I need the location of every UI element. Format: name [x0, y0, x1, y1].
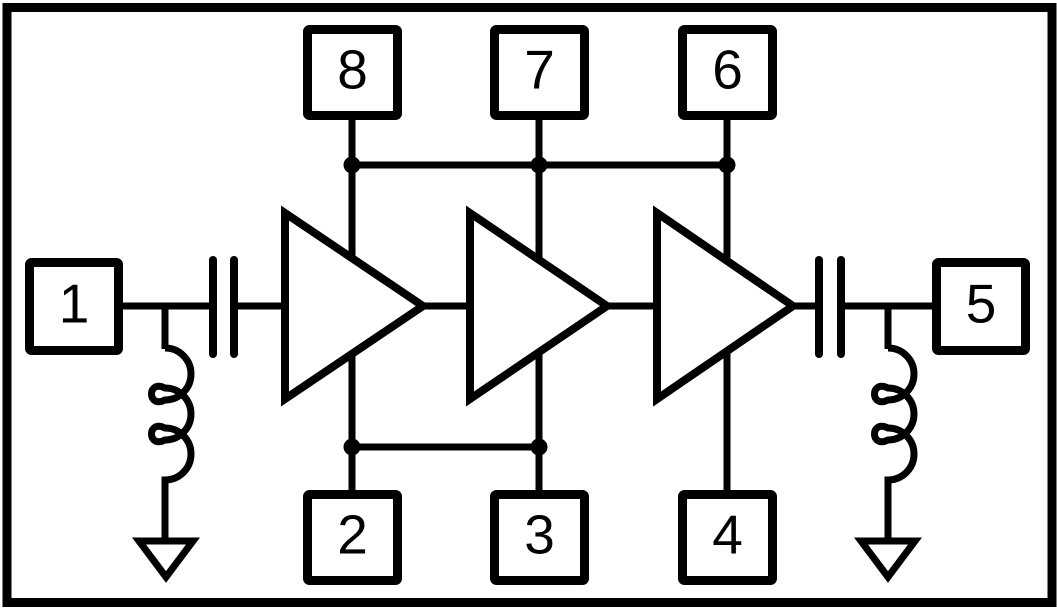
pin-6-label: 6: [712, 39, 743, 101]
junction-dot: [530, 438, 548, 456]
pin-4-label: 4: [712, 504, 743, 566]
pin-5-box: [932, 258, 1030, 355]
pin-3-label: 3: [524, 504, 555, 566]
pin-1-box: [25, 258, 123, 355]
output-ground-icon: [854, 537, 922, 583]
pin-7-label: 7: [524, 39, 555, 101]
pin-boxes: 1 2 3 4 5 6 7 8: [25, 25, 1030, 585]
output-inductor-coil: [871, 344, 918, 541]
junction-dot: [343, 438, 361, 456]
junction-dot: [718, 156, 736, 174]
input-inductor-coil: [148, 344, 195, 541]
outer-border: [2, 3, 1057, 607]
pin-1-label: 1: [59, 273, 90, 335]
pin-4-box: [678, 490, 777, 585]
output-capacitor-icon: [815, 256, 845, 358]
pin-7-box: [490, 25, 589, 120]
pin-5-label: 5: [966, 273, 997, 335]
input-capacitor-icon: [209, 256, 238, 358]
input-ground-icon: [132, 537, 200, 583]
pin-8-box: [303, 25, 402, 120]
pin-2-label: 2: [337, 504, 368, 566]
junction-dot: [343, 156, 361, 174]
input-shunt-inductor-icon: [148, 303, 195, 541]
output-shunt-inductor-icon: [871, 303, 918, 541]
junction-dot: [530, 156, 548, 174]
pin-8-label: 8: [337, 39, 368, 101]
pin-2-box: [303, 490, 402, 585]
pin-6-box: [678, 25, 777, 120]
pin-3-box: [490, 490, 589, 585]
junction-dots: [343, 156, 736, 456]
